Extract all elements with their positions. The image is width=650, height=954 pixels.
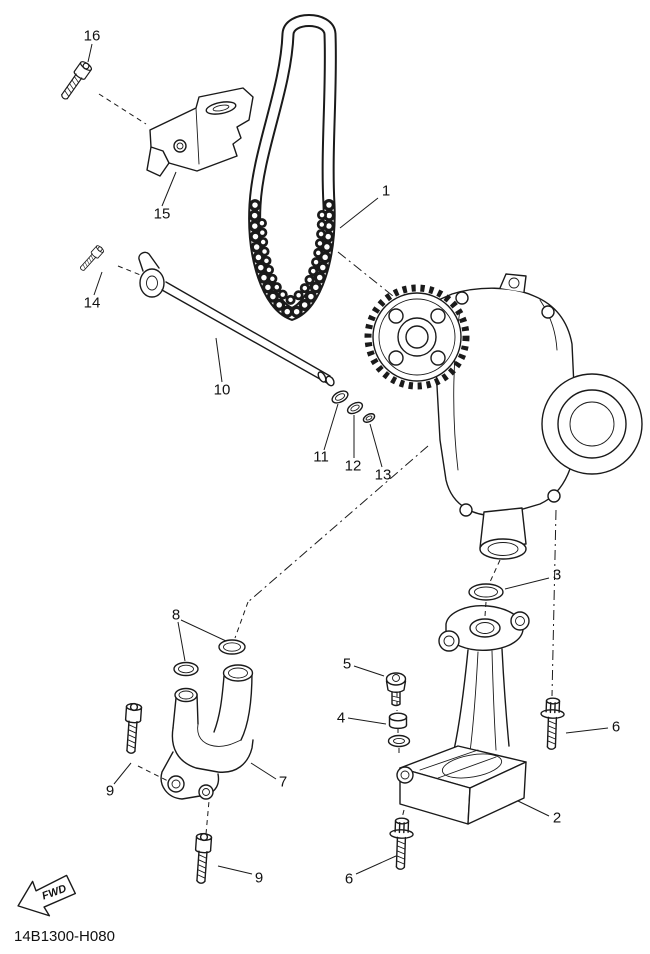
part-callout-7: 7 <box>278 773 288 791</box>
bolt-5 <box>385 672 407 707</box>
bolt-9-bottom <box>192 832 213 885</box>
fwd-marker: FWD <box>17 874 77 917</box>
part-callout-6: 6 <box>611 718 621 736</box>
oil-strainer <box>396 605 530 825</box>
bolt-6-bottom <box>388 817 415 871</box>
cam-chain <box>248 14 337 321</box>
part-callout-11: 11 <box>313 448 329 466</box>
o-ring-8-right <box>218 639 246 655</box>
part-callout-9: 9 <box>105 782 115 800</box>
o-ring-13 <box>362 413 376 423</box>
bolt-14 <box>77 244 106 274</box>
o-ring-12 <box>346 401 364 415</box>
bolt-16 <box>57 59 94 103</box>
tensioner-rod <box>138 251 335 387</box>
part-callout-8: 8 <box>171 606 181 624</box>
part-callout-3: 3 <box>552 566 562 584</box>
part-callout-16: 16 <box>83 27 101 45</box>
construction-lines <box>98 93 557 835</box>
part-callout-12: 12 <box>344 457 362 475</box>
pump-sprocket <box>364 284 470 390</box>
part-callout-14: 14 <box>83 294 101 312</box>
washer-set-4 <box>387 712 411 748</box>
chain-guide-bracket <box>146 87 254 177</box>
part-callout-2: 2 <box>552 809 562 827</box>
bolt-6-right <box>539 697 566 751</box>
part-callout-10: 10 <box>213 381 231 399</box>
part-callout-13: 13 <box>374 466 392 484</box>
oil-pipe <box>160 664 254 800</box>
part-callout-15: 15 <box>153 205 171 223</box>
part-callout-1: 1 <box>381 182 391 200</box>
diagram-code: 14B1300-H080 <box>14 928 115 945</box>
o-ring-11 <box>331 390 349 404</box>
part-callout-6: 6 <box>344 870 354 888</box>
o-ring-3 <box>468 583 504 601</box>
part-callout-9: 9 <box>254 869 264 887</box>
bolt-9-left <box>122 702 143 755</box>
part-callout-5: 5 <box>342 655 352 673</box>
oil-pump-assembly <box>364 273 643 560</box>
part-callout-4: 4 <box>336 709 346 727</box>
leader-lines <box>87 43 609 875</box>
o-ring-8-left <box>173 661 199 677</box>
